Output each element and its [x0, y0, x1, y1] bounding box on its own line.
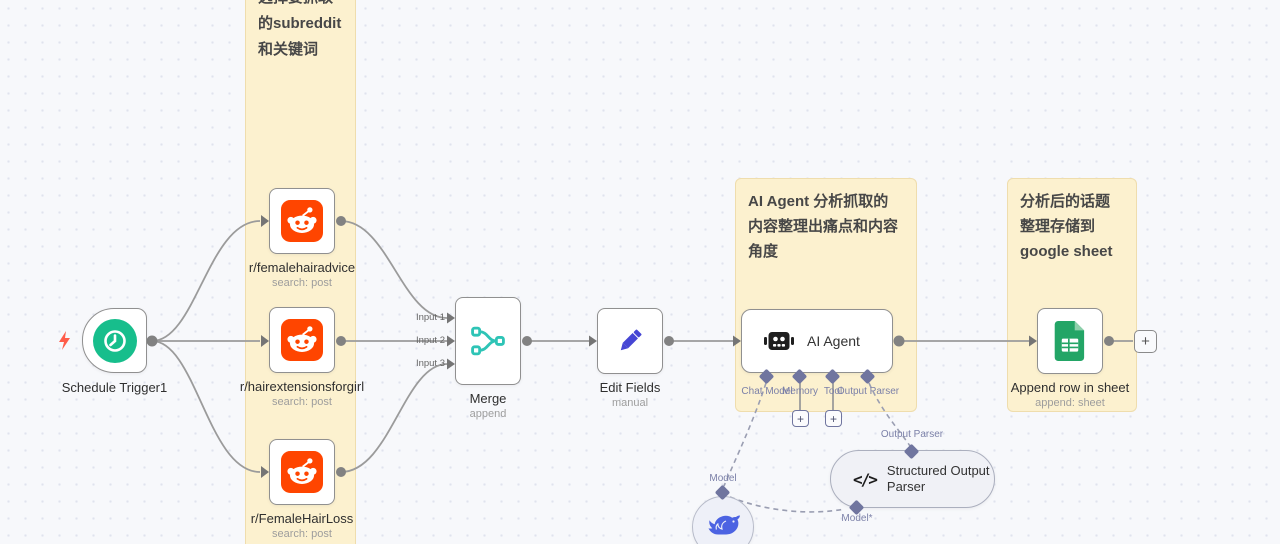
port-label-model: Model	[709, 473, 737, 484]
node-reddit-femalehairadvice[interactable]: r/femalehairadvice search: post	[249, 188, 355, 289]
node-label: Structured Output Parser	[886, 463, 990, 494]
node-label: r/femalehairadvice search: post	[192, 260, 412, 289]
reddit-icon	[281, 451, 323, 493]
node-subtitle: search: post	[272, 277, 332, 289]
sticky-line: AI Agent 分析抓取的	[748, 193, 889, 210]
node-label: Edit Fields manual	[520, 380, 740, 409]
node-label: Append row in sheet append: sheet	[960, 380, 1180, 409]
node-subtitle: search: post	[272, 396, 332, 408]
pencil-icon	[620, 329, 642, 351]
output-endpoints[interactable]	[146, 216, 1115, 477]
node-label: Merge append	[378, 391, 598, 420]
port-label-memory: Memory	[781, 386, 819, 397]
code-icon: </>	[853, 469, 878, 489]
node-label: AI Agent	[807, 333, 860, 349]
sticky-line: 分析后的话题	[1020, 193, 1111, 210]
node-label: Schedule Trigger1	[61, 380, 168, 395]
reddit-icon	[281, 319, 323, 361]
sticky-line: google sheet	[1020, 243, 1113, 260]
node-reddit-hairextensionsforgirl[interactable]: r/hairextensionsforgirl search: post	[240, 307, 364, 408]
node-reddit-femalehairloss[interactable]: r/FemaleHairLoss search: post	[251, 439, 353, 540]
merge-input-label-1: Input 1	[415, 312, 445, 323]
input-arrowheads	[261, 215, 1037, 478]
merge-input-label-3: Input 3	[415, 358, 445, 369]
add-memory-button[interactable]: +	[792, 410, 809, 427]
dashed-connection-lines	[723, 382, 911, 513]
port-label-tool: Tool	[823, 386, 843, 397]
node-subtitle: append: sheet	[1035, 397, 1105, 409]
sticky-line: 整理存储到	[1020, 218, 1096, 235]
robot-icon	[764, 332, 794, 350]
sticky-line: 选择要抓取	[258, 0, 343, 11]
execute-node-icon[interactable]	[57, 331, 72, 355]
sticky-line: 内容整理出痛点和内容	[748, 218, 899, 235]
port-label-parser-model: Model*	[841, 513, 873, 524]
clock-icon	[92, 318, 137, 363]
google-sheets-icon	[1054, 321, 1085, 361]
merge-icon	[471, 326, 505, 356]
sticky-line: 和关键词	[258, 41, 319, 58]
node-merge[interactable]: Merge append	[455, 297, 521, 420]
merge-input-label-2: Input 2	[415, 335, 445, 346]
sticky-line: 的subreddit	[258, 15, 342, 32]
port-label-chat-model: Chat Model	[741, 386, 793, 397]
node-edit-fields[interactable]: Edit Fields manual	[597, 308, 663, 409]
port-label-output-parser: Output Parser	[836, 386, 900, 397]
node-ai-agent[interactable]: AI Agent	[741, 309, 893, 373]
node-subtitle: search: post	[272, 528, 332, 540]
node-label: r/FemaleHairLoss search: post	[192, 511, 412, 540]
connection-lines	[151, 220, 1133, 473]
node-label: r/hairextensionsforgirl search: post	[192, 379, 412, 408]
add-node-button[interactable]: +	[1134, 330, 1157, 353]
sticky-note-google-sheet[interactable]: 分析后的话题 整理存储到 google sheet	[1007, 178, 1137, 412]
port-label-parser-input: Output Parser	[880, 429, 944, 440]
reddit-icon	[281, 200, 323, 242]
node-subtitle: append	[469, 408, 507, 420]
node-schedule-trigger[interactable]: Schedule Trigger1	[62, 308, 167, 395]
node-append-row-in-sheet[interactable]: Append row in sheet append: sheet	[1011, 308, 1129, 409]
node-subtitle: manual	[611, 397, 649, 409]
whale-icon	[708, 515, 740, 535]
node-structured-output-parser[interactable]: </> Structured Output Parser	[830, 450, 995, 508]
add-tool-button[interactable]: +	[825, 410, 842, 427]
sticky-line: 角度	[748, 243, 779, 260]
